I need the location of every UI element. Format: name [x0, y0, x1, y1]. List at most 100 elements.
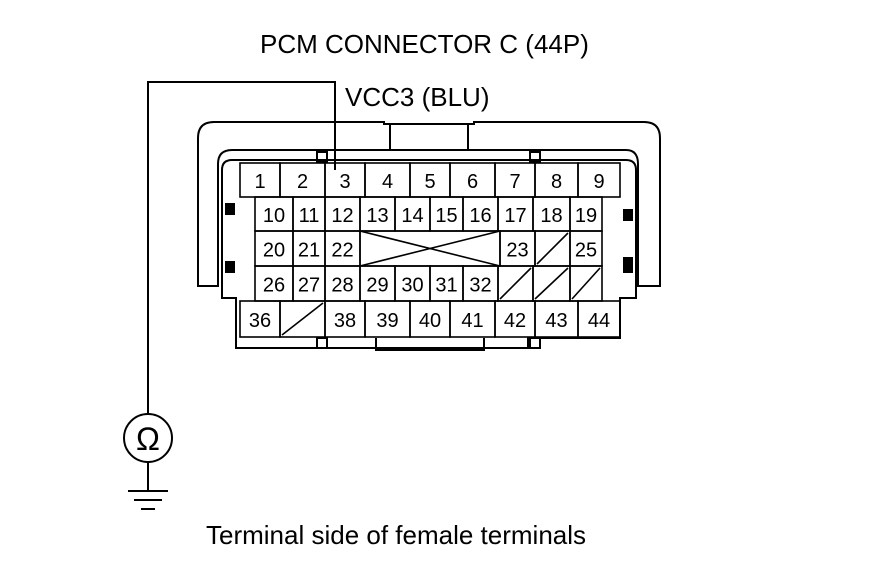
probe-wire [147, 81, 336, 414]
terminal-cell: 40 [409, 300, 451, 338]
terminal-cell: 25 [569, 230, 603, 267]
ohm-symbol: Ω [136, 421, 160, 457]
terminal-number: 32 [469, 275, 491, 297]
terminal-cell: 9 [577, 162, 621, 198]
terminal-cell: 42 [494, 300, 536, 338]
terminal-number: 13 [366, 205, 388, 227]
terminal-cell: 21 [292, 230, 326, 267]
terminal-cell: 27 [292, 265, 326, 302]
terminal-cell: 19 [569, 196, 603, 232]
ohmmeter-icon: Ω [123, 413, 173, 463]
terminal-cell: 20 [254, 230, 294, 267]
terminal-number: 39 [376, 310, 398, 332]
terminal-cell: 26 [254, 265, 294, 302]
terminal-cell: 8 [534, 162, 579, 198]
terminal-number: 38 [334, 310, 356, 332]
terminal-cell: 30 [394, 265, 431, 302]
terminal-number: 43 [545, 310, 567, 332]
connector-shell [221, 159, 637, 349]
connector-latch [389, 123, 469, 151]
terminal-number: 5 [424, 171, 435, 193]
terminal-number: 17 [504, 205, 526, 227]
terminal-number: 11 [299, 205, 320, 227]
terminal-cell: 23 [499, 230, 536, 267]
terminal-number: 12 [331, 205, 353, 227]
terminal-cell: 36 [239, 300, 281, 338]
terminal-number: 40 [419, 310, 441, 332]
key-nub [316, 337, 328, 349]
connector-bottom-tab [375, 338, 485, 351]
terminal-cell: 18 [532, 196, 571, 232]
terminal-number: 9 [593, 171, 604, 193]
terminal-cell [534, 230, 571, 267]
terminal-number: 1 [254, 171, 265, 193]
terminal-number: 31 [435, 275, 457, 297]
terminal-number: 26 [263, 275, 285, 297]
terminal-cell: 3 [324, 162, 366, 198]
terminal-number: 4 [382, 171, 393, 193]
terminal-cell: 5 [409, 162, 451, 198]
terminal-number: 2 [297, 171, 308, 193]
terminal-cell: 38 [324, 300, 366, 338]
unused-cavity-mark [534, 267, 569, 300]
terminal-cell: 41 [449, 300, 496, 338]
terminal-cell [279, 300, 326, 338]
terminal-number: 25 [575, 240, 597, 262]
terminal-outline [577, 300, 621, 338]
terminal-cell: 14 [394, 196, 431, 232]
terminal-number: 27 [298, 275, 320, 297]
terminal-cell: 29 [359, 265, 396, 302]
key-nub [316, 151, 328, 163]
terminal-number: 8 [551, 171, 562, 193]
terminal-number: 41 [461, 310, 483, 332]
terminal-cell: 1 [239, 162, 281, 198]
terminal-number: 15 [435, 205, 457, 227]
terminal-number: 10 [263, 205, 285, 227]
terminal-cell: 16 [462, 196, 499, 232]
terminal-number: 29 [366, 275, 388, 297]
terminal-number: 6 [467, 171, 478, 193]
terminal-cell: 31 [429, 265, 464, 302]
terminal-cell: 13 [359, 196, 396, 232]
key-nub [529, 337, 541, 349]
terminal-cell: 2 [279, 162, 326, 198]
ground-icon [128, 490, 168, 510]
terminal-cell [532, 265, 571, 302]
key-nub [529, 151, 541, 163]
terminal-number: 28 [331, 275, 353, 297]
terminal-cell: 7 [494, 162, 536, 198]
terminal-number: 30 [401, 275, 423, 297]
unused-cavity-mark [281, 302, 324, 336]
connector-housing [197, 121, 661, 287]
terminal-cell: 12 [324, 196, 361, 232]
diagram-caption: Terminal side of female terminals [206, 520, 587, 550]
terminal-cell [497, 265, 534, 302]
terminal-cell: 44 [577, 300, 621, 338]
side-lock [225, 261, 235, 273]
terminal-number: 22 [331, 240, 353, 262]
terminal-number: 14 [401, 205, 423, 227]
terminal-number: 21 [298, 240, 320, 262]
terminal-cell: 15 [429, 196, 464, 232]
terminal-cell: 22 [324, 230, 361, 267]
terminal-number: 19 [575, 205, 597, 227]
terminal-cell [359, 230, 501, 267]
wire-label: VCC3 (BLU) [345, 82, 490, 112]
terminal-number: 23 [506, 240, 528, 262]
terminal-cell: 10 [254, 196, 294, 232]
terminal-cell: 43 [534, 300, 579, 338]
terminal-number: 3 [339, 171, 350, 193]
unused-cavity-mark [536, 232, 569, 265]
terminal-cell: 39 [364, 300, 411, 338]
unused-cavity-mark [359, 230, 501, 267]
unused-cavity-mark [499, 267, 532, 300]
terminal-number: 36 [249, 310, 271, 332]
diagram-title: PCM CONNECTOR C (44P) [260, 29, 589, 59]
terminal-number: 18 [540, 205, 562, 227]
terminal-cell [569, 265, 603, 302]
terminal-number: 7 [509, 171, 520, 193]
terminal-number: 16 [469, 205, 491, 227]
terminal-cell: 28 [324, 265, 361, 302]
